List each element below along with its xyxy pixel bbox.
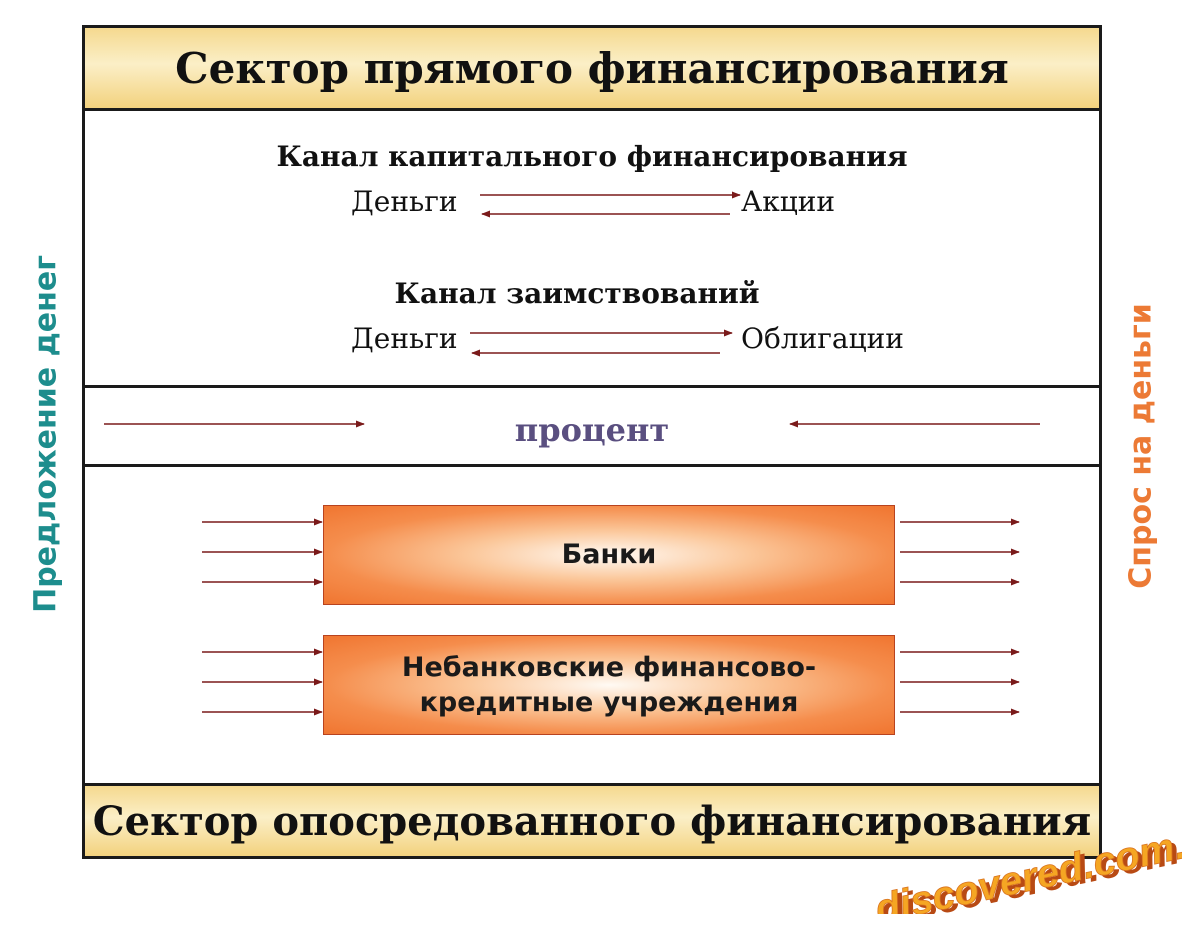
watermark-logo: discovered.com.ua discovered.com.ua — [871, 838, 1182, 914]
diagram-frame: Сектор прямого финансирования Канал капи… — [82, 25, 1102, 859]
nonbank-label-line1: Небанковские финансово- — [401, 651, 817, 683]
nonbank-label-line2: кредитные учреждения — [419, 687, 799, 718]
divider-lower — [85, 464, 1099, 467]
banks-label: Банки — [561, 539, 657, 571]
capital-money-label: Деньги — [351, 185, 458, 218]
capital-channel-title: Канал капитального финансирования — [276, 140, 908, 173]
nonbank-institutions-box: Небанковские финансово- кредитные учрежд… — [323, 635, 895, 735]
shares-label: Акции — [741, 185, 836, 218]
banks-box: Банки — [323, 505, 895, 605]
money-supply-label: Предложение денег — [28, 255, 64, 613]
bonds-label: Облигации — [741, 322, 904, 355]
direct-financing-sector: Сектор прямого финансирования — [85, 28, 1099, 111]
borrowing-channel-title: Канал заимствований — [394, 277, 760, 310]
divider-upper — [85, 385, 1099, 388]
intermediated-financing-sector: Сектор опосредованного финансирования — [85, 783, 1099, 856]
money-demand-label: Спрос на деньги — [1123, 303, 1159, 589]
interest-label: процент — [514, 411, 670, 449]
borrowing-money-label: Деньги — [351, 322, 458, 355]
